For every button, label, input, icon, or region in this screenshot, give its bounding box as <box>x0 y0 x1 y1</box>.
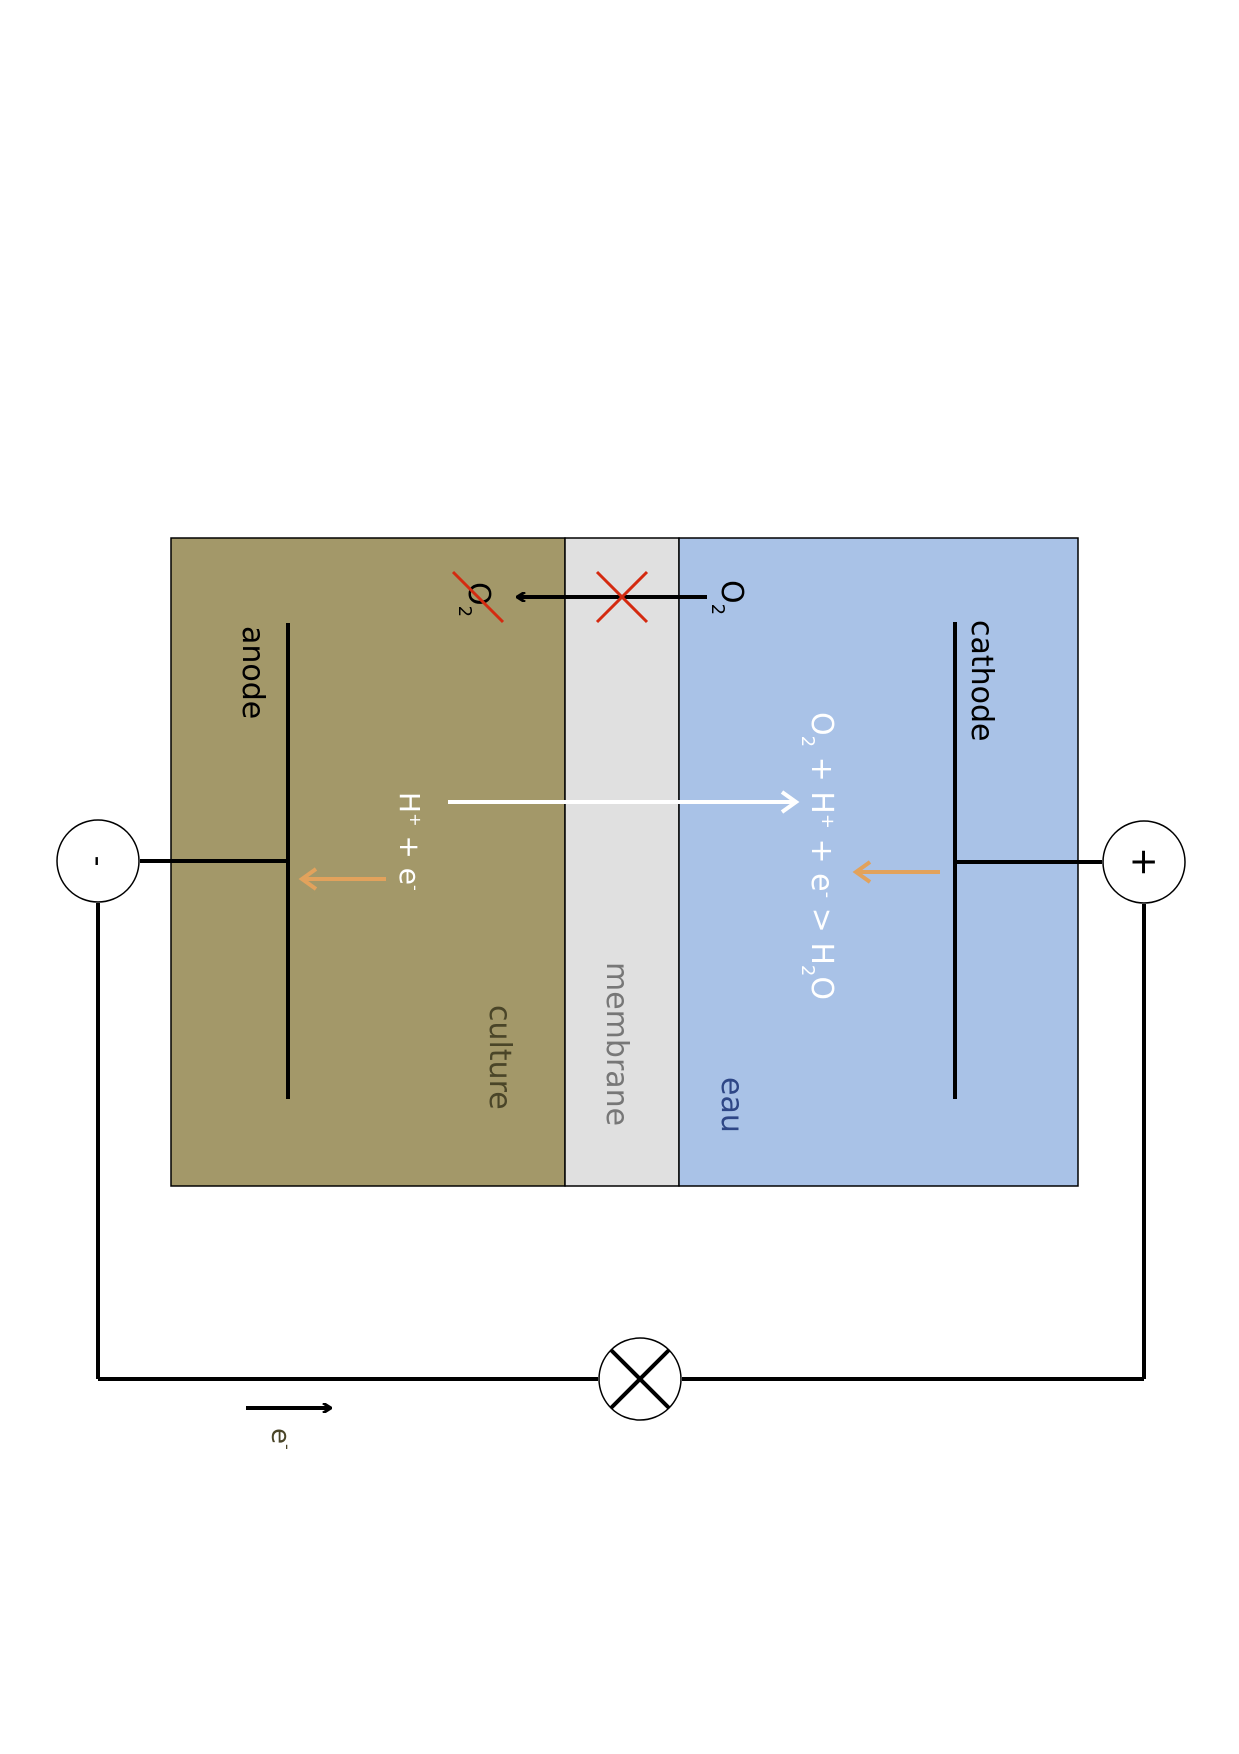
plus-terminal: + <box>1102 820 1186 904</box>
eau-label: eau <box>714 1077 749 1133</box>
minus-terminal: - <box>56 819 140 903</box>
anode-electron-arrow <box>298 867 386 891</box>
membrane-label: membrane <box>599 962 634 1126</box>
circuit-wires <box>96 859 1146 1381</box>
lamp-icon <box>598 1337 682 1421</box>
plus-terminal-label: + <box>1124 847 1165 877</box>
anode-label: anode <box>235 626 270 719</box>
cathode-label: cathode <box>964 620 999 742</box>
o2-strike-icon <box>451 570 505 624</box>
o2-label-eau: O2 <box>707 580 749 615</box>
cathode-reaction: O2 + H+ + e- > H2O <box>797 712 839 1000</box>
minus-terminal-label: - <box>81 856 116 867</box>
anode-reaction: H+ + e- <box>393 792 426 891</box>
cathode-electron-arrow <box>852 860 940 884</box>
membrane-compartment <box>564 537 680 1187</box>
proton-arrow <box>448 790 800 814</box>
blocked-cross-icon <box>595 570 649 624</box>
electron-flow-label: e- <box>265 1428 297 1450</box>
culture-label: culture <box>482 1005 517 1110</box>
